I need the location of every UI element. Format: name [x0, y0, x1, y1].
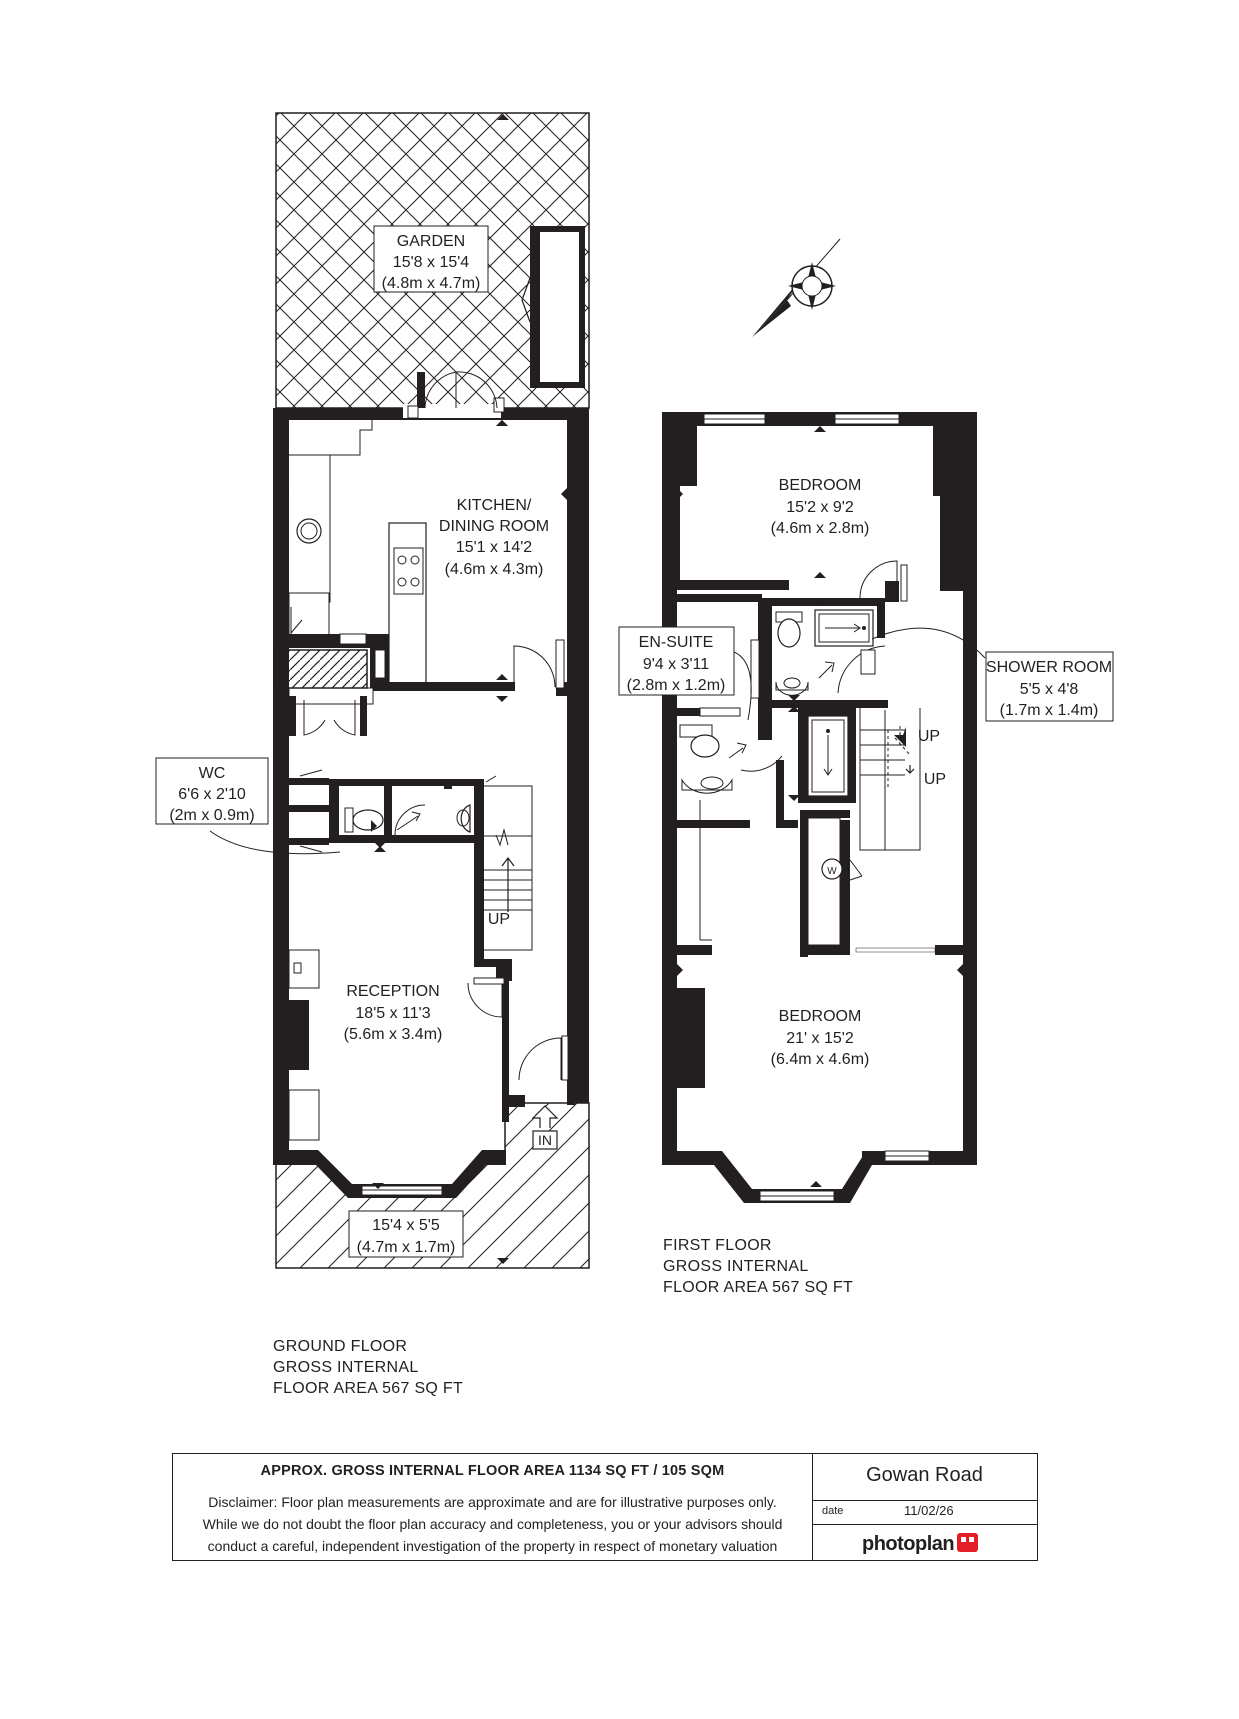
wc-imperial: 6'6 x 2'10: [178, 786, 246, 803]
brand-name: photoplan: [862, 1533, 955, 1555]
photoplan-logo: photoplan: [862, 1533, 979, 1556]
first-floor-label: FIRST FLOOR GROSS INTERNAL FLOOR AREA 56…: [663, 1235, 853, 1298]
reception-imperial: 18'5 x 11'3: [355, 1005, 430, 1022]
total-area: APPROX. GROSS INTERNAL FLOOR AREA 1134 S…: [260, 1463, 725, 1479]
shower-name: SHOWER ROOM: [986, 659, 1112, 676]
kitchen-imperial: 15'1 x 14'2: [456, 539, 532, 556]
shower-metric: (1.7m x 1.4m): [1000, 702, 1099, 719]
footer-meta: Gowan Road date 11/02/26 photoplan: [812, 1454, 1037, 1560]
kitchen-name-2: DINING ROOM: [439, 518, 549, 535]
front-metric: (4.7m x 1.7m): [357, 1239, 456, 1256]
compass-icon: [752, 238, 841, 337]
garden-metric: (4.8m x 4.7m): [382, 275, 481, 292]
reception-metric: (5.6m x 3.4m): [344, 1026, 443, 1043]
bedroom-front-metric: (6.4m x 4.6m): [771, 1051, 870, 1068]
ensuite-name: EN-SUITE: [639, 634, 714, 651]
kitchen-metric: (4.6m x 4.3m): [445, 561, 544, 578]
garden-name: GARDEN: [397, 233, 465, 250]
shower-imperial: 5'5 x 4'8: [1020, 681, 1079, 698]
ensuite-metric: (2.8m x 1.2m): [627, 677, 726, 694]
first-floor-plan: [662, 412, 977, 1203]
date-value: 11/02/26: [904, 1503, 954, 1518]
disclaimer-line-1: Disclaimer: Floor plan measurements are …: [208, 1494, 777, 1510]
ground-floor-line1: GROUND FLOOR: [273, 1338, 408, 1355]
kitchen-name-1: KITCHEN/: [457, 497, 532, 514]
disclaimer-line-3: conduct a careful, independent investiga…: [207, 1538, 778, 1554]
first-floor-line2: GROSS INTERNAL: [663, 1258, 809, 1275]
garden-shed: [530, 226, 585, 388]
ensuite-imperial: 9'4 x 3'11: [643, 656, 709, 673]
ground-floor-line3: FLOOR AREA 567 SQ FT: [273, 1380, 464, 1397]
ground-bay-wall: [273, 1145, 506, 1198]
footer-panel: APPROX. GROSS INTERNAL FLOOR AREA 1134 S…: [172, 1453, 1038, 1561]
bedroom-rear-imperial: 15'2 x 9'2: [786, 499, 854, 516]
ground-floor-label: GROUND FLOOR GROSS INTERNAL FLOOR AREA 5…: [273, 1336, 463, 1399]
date-label: date: [822, 1505, 844, 1517]
ground-stairs-up: UP: [488, 911, 510, 928]
wc-name: WC: [199, 765, 226, 782]
wc-metric: (2m x 0.9m): [169, 807, 254, 824]
reception-name: RECEPTION: [346, 983, 439, 1000]
ground-floor-line2: GROSS INTERNAL: [273, 1359, 419, 1376]
property-address: Gowan Road: [812, 1464, 1037, 1501]
front-imperial: 15'4 x 5'5: [372, 1217, 440, 1234]
bedroom-front-name: BEDROOM: [779, 1008, 862, 1025]
garden-imperial: 15'8 x 15'4: [393, 254, 469, 271]
date-row: date 11/02/26: [812, 1500, 1037, 1525]
first-stairs-up-2: UP: [924, 771, 946, 788]
first-floor-line3: FLOOR AREA 567 SQ FT: [663, 1279, 854, 1296]
footer-info: APPROX. GROSS INTERNAL FLOOR AREA 1134 S…: [173, 1454, 813, 1560]
first-stairs-up-1: UP: [918, 728, 940, 745]
disclaimer-line-2: While we do not doubt the floor plan acc…: [202, 1516, 783, 1532]
bedroom-rear-name: BEDROOM: [779, 477, 862, 494]
bedroom-front-imperial: 21' x 15'2: [786, 1030, 854, 1047]
first-floor-line1: FIRST FLOOR: [663, 1237, 772, 1254]
washer-label: W: [827, 866, 837, 877]
entrance-label: IN: [538, 1132, 552, 1148]
disclaimer: Disclaimer: Floor plan measurements are …: [173, 1491, 812, 1557]
logo-mark-icon: [957, 1533, 979, 1552]
bedroom-rear-metric: (4.6m x 2.8m): [771, 520, 870, 537]
wc-walls: [329, 779, 474, 843]
